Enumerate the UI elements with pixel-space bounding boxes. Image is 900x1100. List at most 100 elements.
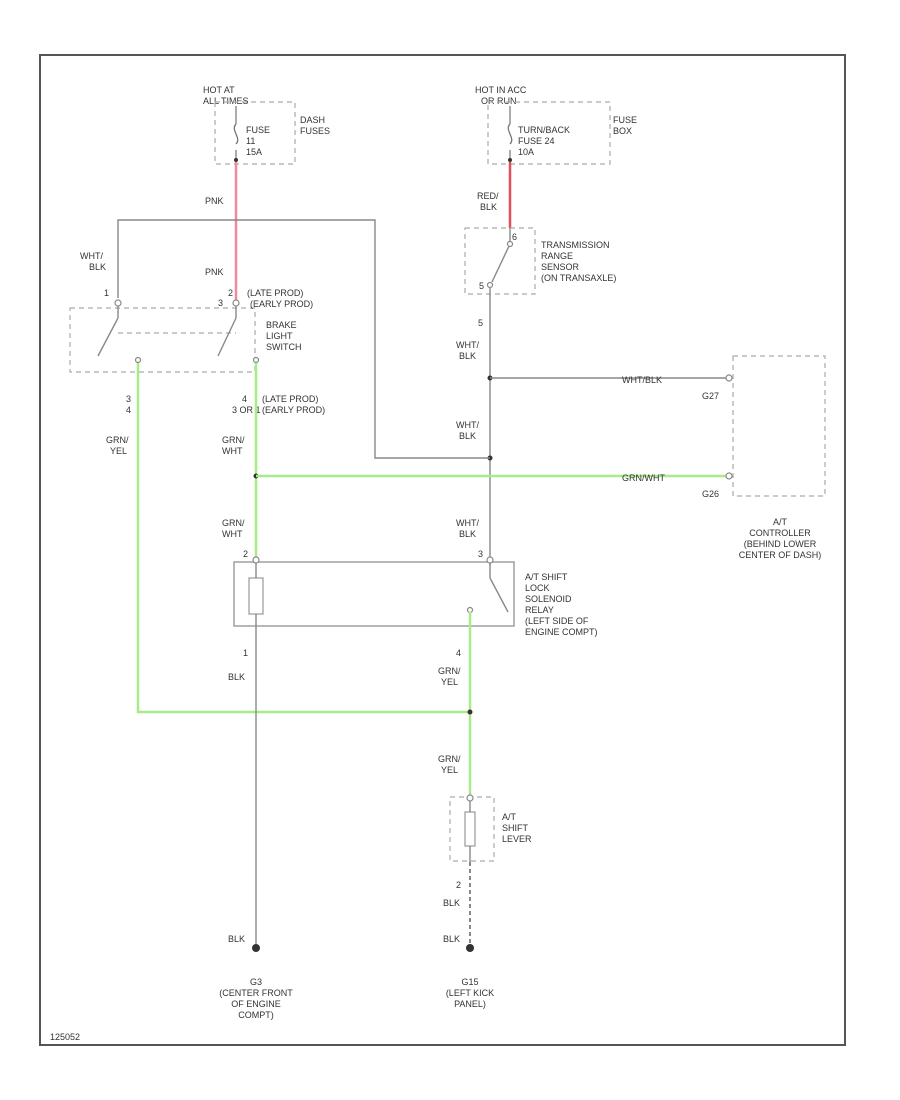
wire-label-pnk-mid: PNK <box>205 267 224 277</box>
relay-name-5: (LEFT SIDE OF <box>525 616 589 626</box>
hot-label-line1: HOT AT <box>203 85 235 95</box>
wire-label-wht-a: WHT <box>222 446 243 456</box>
brake-pin-1: 1 <box>104 288 109 298</box>
fuse-box-right-line2: BOX <box>613 126 632 136</box>
relay-name-3: SOLENOID <box>525 594 572 604</box>
at-controller: G27 G26 A/T CONTROLLER (BEHIND LOWER CEN… <box>702 355 826 560</box>
relay-pin-3-contact <box>486 556 494 564</box>
wire-label-grn-b: GRN/ <box>222 518 245 528</box>
wire-label-wht-blk-horiz: WHT/BLK <box>622 375 662 385</box>
range-wire-pin: 5 <box>478 318 483 328</box>
relay-name-6: ENGINE COMPT) <box>525 627 598 637</box>
brake-pin-3-top: 3 <box>218 298 223 308</box>
fuse-right-node <box>508 158 512 162</box>
brake-pin-4-bottom: 4 <box>126 405 131 415</box>
ground-g3-id: G3 <box>250 977 262 987</box>
relay-coil <box>248 577 264 615</box>
hot-label-line2: ALL TIMES <box>203 96 249 106</box>
fuse-box-right <box>487 101 611 165</box>
controller-box <box>732 355 826 497</box>
wire-label-blk: BLK <box>480 202 497 212</box>
shift-lever-name-3: LEVER <box>502 834 532 844</box>
fuse-left-icon <box>233 123 239 145</box>
brake-pin-2-contact <box>232 299 240 307</box>
relay-name-2: LOCK <box>525 583 550 593</box>
ground-g3-line3: COMPT) <box>238 1010 274 1020</box>
brake-switch-name-2: LIGHT <box>266 331 293 341</box>
range-sensor-name-2: RANGE <box>541 251 573 261</box>
ground-g15-line2: PANEL) <box>454 999 486 1009</box>
wire-label-blk-g3: BLK <box>228 934 245 944</box>
ground-g3-line1: (CENTER FRONT <box>219 988 293 998</box>
wire-label-pnk-top: PNK <box>205 196 224 206</box>
node-grn-yel-junction <box>467 709 473 715</box>
transmission-range-sensor: 5 6 TRANSMISSION RANGE SENSOR (ON TRANSA… <box>464 227 616 295</box>
range-sensor-contact-top <box>506 240 514 248</box>
controller-pin-g26-contact <box>725 472 733 480</box>
early-prod-bottom: (EARLY PROD) <box>262 405 325 415</box>
ground-g15-id: G15 <box>461 977 478 987</box>
brake-switch-box <box>69 307 256 373</box>
brake-pin-1-contact <box>114 299 122 307</box>
relay-pin-2-contact <box>252 556 260 564</box>
wire-label-yel-left: YEL <box>110 446 127 456</box>
brake-pin-3or1: 3 OR 1 <box>232 405 261 415</box>
wire-label-grn-a: GRN/ <box>222 435 245 445</box>
fuse-rating: 15A <box>246 147 262 157</box>
wire-label-blk-r2: BLK <box>459 431 476 441</box>
relay-box <box>233 561 515 627</box>
relay-pin-4-contact <box>466 606 474 614</box>
controller-name-3: (BEHIND LOWER <box>744 539 817 549</box>
hot-acc-line2: OR RUN <box>481 96 517 106</box>
relay-name-1: A/T SHIFT <box>525 572 568 582</box>
range-sensor-name-3: SENSOR <box>541 262 580 272</box>
brake-switch-name-3: SWITCH <box>266 342 302 352</box>
wire-label-blk-left: BLK <box>89 262 106 272</box>
controller-name-2: CONTROLLER <box>749 528 811 538</box>
wire-label-blk-lever: BLK <box>443 898 460 908</box>
fuse-right-icon <box>507 123 513 145</box>
controller-name-4: CENTER OF DASH) <box>739 550 822 560</box>
range-sensor-switch <box>491 243 511 283</box>
fuse-number: 11 <box>246 136 255 146</box>
range-sensor-name-4: (ON TRANSAXLE) <box>541 273 616 283</box>
wire-label-blk-relay: BLK <box>228 672 245 682</box>
ground-g3-line2: OF ENGINE <box>231 999 281 1009</box>
wire-label-wht-left: WHT/ <box>80 251 103 261</box>
shift-lever-contact-top <box>466 794 474 802</box>
controller-pin-g27-contact <box>725 374 733 382</box>
range-pin-5: 5 <box>479 281 484 291</box>
wire-label-red: RED/ <box>477 191 499 201</box>
wire-label-blk-r1: BLK <box>459 351 476 361</box>
brake-pin-4-right: 4 <box>242 394 247 404</box>
wire-label-wht-b: WHT <box>222 529 243 539</box>
late-prod-top: (LATE PROD) <box>247 288 303 298</box>
ground-g15-node <box>466 944 474 952</box>
brake-light-switch: 1 2 3 (LATE PROD) (EARLY PROD) BRAKE LIG… <box>69 288 313 373</box>
shift-lever-solenoid <box>464 811 476 847</box>
diagram-frame <box>39 54 846 1046</box>
relay-pin-4: 4 <box>456 648 461 658</box>
controller-name-1: A/T <box>773 517 788 527</box>
fuse-box-name-line2: FUSES <box>300 126 330 136</box>
late-prod-bottom: (LATE PROD) <box>262 394 318 404</box>
shift-lever-name-2: SHIFT <box>502 823 529 833</box>
wire-label-blk-g1: BLK <box>443 934 460 944</box>
wire-label-yel-relay: YEL <box>441 677 458 687</box>
grn-yel-left-wire <box>136 363 470 714</box>
wire-label-grn-relay: GRN/ <box>438 666 461 676</box>
power-source-left: HOT AT ALL TIMES FUSE 11 15A DASH FUSES <box>203 85 330 165</box>
brake-pin-2: 2 <box>228 288 233 298</box>
early-prod-top: (EARLY PROD) <box>250 299 313 309</box>
brake-pin-3-bottom: 3 <box>126 394 131 404</box>
wire-label-grn-lever: GRN/ <box>438 754 461 764</box>
controller-pin-g26: G26 <box>702 489 719 499</box>
wire-label-grn-left: GRN/ <box>106 435 129 445</box>
brake-right-blade <box>217 317 237 357</box>
fuse-box-right-line1: FUSE <box>613 115 637 125</box>
ground-g15-line1: (LEFT KICK <box>446 988 494 998</box>
range-sensor-name-1: TRANSMISSION <box>541 240 610 250</box>
wire-label-wht-r3: WHT/ <box>456 518 479 528</box>
fuse-right-rating: 10A <box>518 147 534 157</box>
shift-lever-name-1: A/T <box>502 812 517 822</box>
